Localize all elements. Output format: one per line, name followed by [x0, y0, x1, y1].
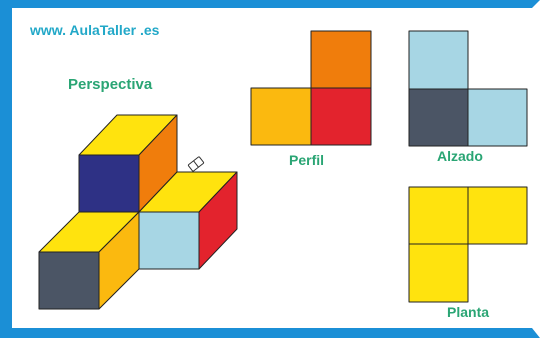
profile-view [250, 30, 372, 146]
elevation-square-right [467, 88, 528, 147]
right-cube-front-face-lightblue [138, 211, 200, 270]
elevation-square-slate [408, 88, 469, 147]
elevation-view [408, 30, 528, 147]
plan-square-top-left [408, 186, 469, 245]
plan-label: Planta [447, 304, 490, 320]
profile-square-amber [250, 87, 312, 146]
site-url: www. AulaTaller .es [30, 22, 160, 38]
profile-label: Perfil [289, 152, 325, 168]
plan-square-top-right [467, 186, 528, 245]
front-cube-front-face-slate [38, 251, 100, 310]
elevation-square-top [408, 30, 469, 90]
elevation-label: Alzado [437, 148, 483, 164]
plan-square-bottom [408, 243, 469, 303]
profile-square-red [310, 87, 372, 146]
eraser-cursor-icon [187, 156, 205, 172]
cube-front-face-navy [78, 154, 140, 213]
plan-view [408, 186, 528, 303]
perspective-drawing [38, 114, 238, 310]
profile-square-orange [310, 30, 372, 89]
perspective-label: Perspectiva [68, 76, 153, 93]
